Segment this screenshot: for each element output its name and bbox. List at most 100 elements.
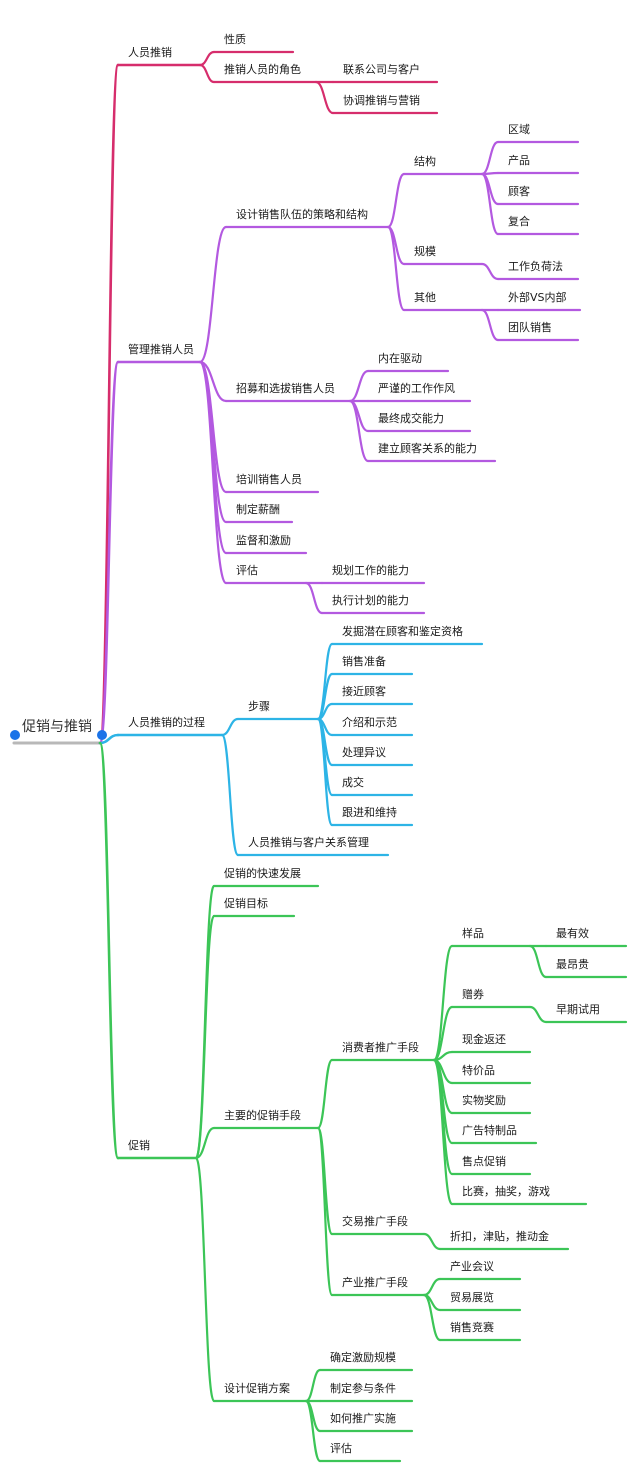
- node-evaluate-item: 执行计划的能力: [332, 594, 409, 607]
- node-industry-item: 产业会议: [450, 1260, 494, 1273]
- node-trade-tools: 交易推广手段: [342, 1215, 408, 1228]
- node-scale: 规模: [414, 245, 436, 258]
- connector-promotion: [304, 1368, 322, 1403]
- node-step-item: 处理异议: [342, 746, 386, 759]
- node-trade-item: 折扣，津贴，推动金: [450, 1230, 549, 1243]
- node-promotion-plan: 设计促销方案: [224, 1382, 290, 1395]
- node-other-item: 团队销售: [508, 321, 552, 334]
- node-consumer-item: 特价品: [462, 1064, 495, 1077]
- connector-promotion: [194, 1156, 216, 1403]
- node-promotion: 促销: [128, 1139, 150, 1152]
- connector-personal_selling: [314, 80, 335, 115]
- connector-manage_sales: [480, 172, 500, 236]
- node-recruit-item: 严谨的工作作风: [378, 382, 455, 395]
- node-train: 培训销售人员: [236, 473, 302, 486]
- node-other: 其他: [414, 291, 436, 304]
- connector-promotion: [422, 1232, 442, 1251]
- connector-promotion: [98, 741, 120, 1160]
- connector-selling_process: [316, 642, 334, 721]
- root-topic: 促销与推销: [22, 719, 92, 735]
- connector-manage_sales: [480, 262, 500, 281]
- connector-promotion: [194, 914, 216, 1160]
- node-plan-item: 如何推广实施: [330, 1412, 396, 1425]
- node-nature: 性质: [224, 33, 246, 46]
- root-anchor-dot: [10, 730, 20, 740]
- connector-promotion: [528, 1005, 548, 1024]
- node-personal-selling: 人员推销: [128, 46, 172, 59]
- connector-promotion: [432, 1058, 454, 1206]
- node-structure-item: 复合: [508, 215, 530, 228]
- connector-promotion: [316, 1126, 334, 1297]
- connector-promotion: [422, 1277, 442, 1297]
- connector-manage_sales: [198, 225, 228, 364]
- node-industry-item: 销售竞赛: [450, 1321, 494, 1334]
- connector-personal_selling: [198, 50, 216, 67]
- node-design-strategy: 设计销售队伍的策略和结构: [236, 208, 368, 221]
- node-plan-item: 制定参与条件: [330, 1382, 396, 1395]
- node-structure-item: 顾客: [508, 185, 530, 198]
- connector-promotion: [422, 1293, 442, 1342]
- connector-manage_sales: [480, 140, 500, 176]
- node-step-item: 销售准备: [342, 655, 386, 668]
- node-structure-item: 区域: [508, 123, 530, 136]
- connector-selling_process: [98, 733, 120, 745]
- connector-manage_sales: [98, 360, 120, 745]
- node-workload-method: 工作负荷法: [508, 260, 563, 273]
- connector-selling_process: [220, 733, 240, 857]
- connector-personal_selling: [98, 63, 120, 745]
- node-consumer-item: 售点促销: [462, 1155, 506, 1168]
- connector-manage_sales: [386, 225, 406, 312]
- connector-manage_sales: [348, 369, 370, 403]
- connector-manage_sales: [304, 581, 324, 615]
- node-early-trial: 早期试用: [556, 1003, 600, 1016]
- node-structure-item: 产品: [508, 154, 530, 167]
- node-recruit-item: 内在驱动: [378, 352, 422, 365]
- node-role-item: 联系公司与客户: [343, 63, 420, 76]
- node-consumer-item: 比赛，抽奖，游戏: [462, 1185, 550, 1198]
- node-main-tools: 主要的促销手段: [224, 1109, 301, 1122]
- branch-hub-dot: [97, 730, 107, 740]
- connector-promotion: [194, 1126, 216, 1160]
- node-recruit: 招募和选拔销售人员: [236, 382, 335, 395]
- node-evaluate: 评估: [236, 564, 258, 577]
- node-sample-item: 最有效: [556, 927, 589, 940]
- connector-promotion: [432, 944, 454, 1062]
- connector-personal_selling: [198, 63, 216, 84]
- node-industry-tools: 产业推广手段: [342, 1276, 408, 1289]
- node-manage-sales: 管理推销人员: [128, 343, 194, 356]
- node-selling-process: 人员推销的过程: [128, 716, 205, 729]
- node-industry-item: 贸易展览: [450, 1291, 494, 1304]
- node-supervise: 监督和激励: [236, 534, 291, 547]
- connector-manage_sales: [198, 360, 228, 403]
- connector-selling_process: [316, 717, 334, 827]
- connector-manage_sales: [198, 360, 228, 585]
- connector-manage_sales: [348, 399, 370, 463]
- node-evaluate-item: 规划工作的能力: [332, 564, 409, 577]
- node-plan-item: 确定激励规模: [330, 1351, 396, 1364]
- connector-promotion: [316, 1058, 334, 1130]
- node-steps: 步骤: [248, 700, 270, 713]
- connector-promotion: [304, 1399, 322, 1463]
- node-consumer-item: 实物奖励: [462, 1094, 506, 1107]
- node-recruit-item: 最终成交能力: [378, 412, 444, 425]
- node-consumer-item: 现金返还: [462, 1033, 506, 1046]
- node-consumer-item: 广告特制品: [462, 1124, 517, 1137]
- node-rapid-growth: 促销的快速发展: [224, 867, 301, 880]
- node-structure: 结构: [414, 155, 436, 168]
- connector-selling_process: [220, 717, 240, 737]
- node-role-item: 协调推销与营销: [343, 94, 420, 107]
- connector-promotion: [432, 1005, 454, 1062]
- node-other-item: 外部VS内部: [508, 291, 567, 304]
- node-step-item: 接近顾客: [342, 685, 386, 698]
- node-consumer-tools: 消费者推广手段: [342, 1041, 419, 1054]
- node-sample: 样品: [462, 927, 484, 940]
- node-coupon: 赠券: [462, 988, 484, 1001]
- connector-manage_sales: [480, 308, 500, 342]
- node-step-item: 发掘潜在顾客和鉴定资格: [342, 625, 463, 638]
- node-sample-item: 最昂贵: [556, 958, 589, 971]
- node-promotion-goal: 促销目标: [224, 897, 268, 910]
- connector-manage_sales: [386, 172, 406, 229]
- node-crm: 人员推销与客户关系管理: [248, 836, 369, 849]
